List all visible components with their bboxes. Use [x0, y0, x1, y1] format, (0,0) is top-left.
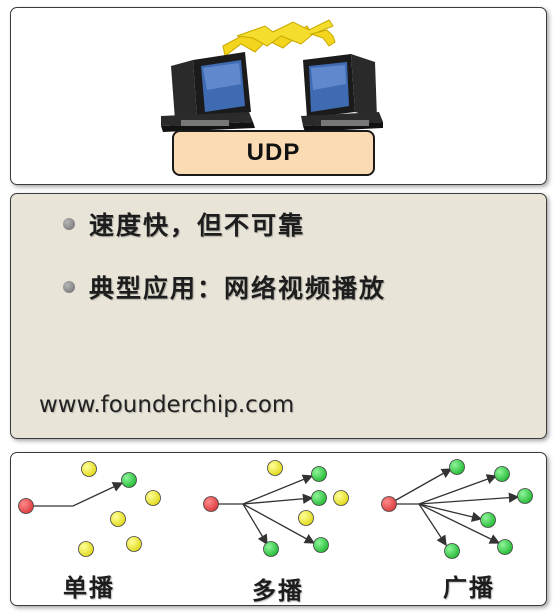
computers-illustration	[161, 19, 383, 132]
receiver-node-active	[444, 543, 460, 559]
multicast-diagram	[203, 460, 349, 557]
casting-diagram	[18, 459, 533, 559]
bullet-dot-icon	[63, 281, 75, 293]
casting-modes-panel: 单播 多播 广播	[10, 452, 547, 606]
sender-node	[18, 498, 34, 514]
receiver-node-idle	[145, 490, 161, 506]
receiver-node-active	[313, 537, 329, 553]
receiver-node-idle	[78, 541, 94, 557]
multicast-label: 多播	[252, 577, 304, 605]
broadcast-diagram	[381, 459, 533, 559]
udp-label: UDP	[246, 139, 301, 166]
receiver-node-active	[517, 488, 533, 504]
receiver-node-active	[263, 541, 279, 557]
receiver-node-idle	[126, 536, 142, 552]
unicast-diagram	[18, 461, 161, 557]
receiver-node-active	[497, 539, 513, 555]
receiver-node-active	[311, 490, 327, 506]
broadcast-label: 广播	[443, 574, 495, 602]
sender-node	[381, 496, 397, 512]
receiver-node-active	[121, 472, 137, 488]
left-computer-icon	[161, 52, 255, 132]
sender-node	[203, 496, 219, 512]
udp-label-box: UDP	[172, 130, 375, 176]
receiver-node-idle	[110, 511, 126, 527]
unicast-label: 单播	[63, 574, 115, 602]
website-url: www.founderchip.com	[39, 392, 295, 418]
lightning-icon	[222, 19, 336, 57]
features-panel: 速度快，但不可靠 典型应用：网络视频播放 www.founderchip.com	[10, 193, 547, 439]
receiver-node-idle	[267, 460, 283, 476]
receiver-node-active	[449, 459, 465, 475]
receiver-node-idle	[333, 490, 349, 506]
bullet-item-application: 典型应用：网络视频播放	[63, 269, 386, 305]
udp-illustration-panel: UDP	[10, 7, 547, 185]
bullet-dot-icon	[63, 218, 75, 230]
right-computer-icon	[301, 54, 383, 132]
bullet-item-speed: 速度快，但不可靠	[63, 206, 305, 242]
bullet-text: 速度快，但不可靠	[89, 211, 306, 240]
bullet-text: 典型应用：网络视频播放	[89, 274, 387, 303]
receiver-node-idle	[81, 461, 97, 477]
receiver-node-active	[494, 466, 510, 482]
receiver-node-active	[480, 512, 496, 528]
receiver-node-active	[311, 466, 327, 482]
receiver-node-idle	[298, 510, 314, 526]
